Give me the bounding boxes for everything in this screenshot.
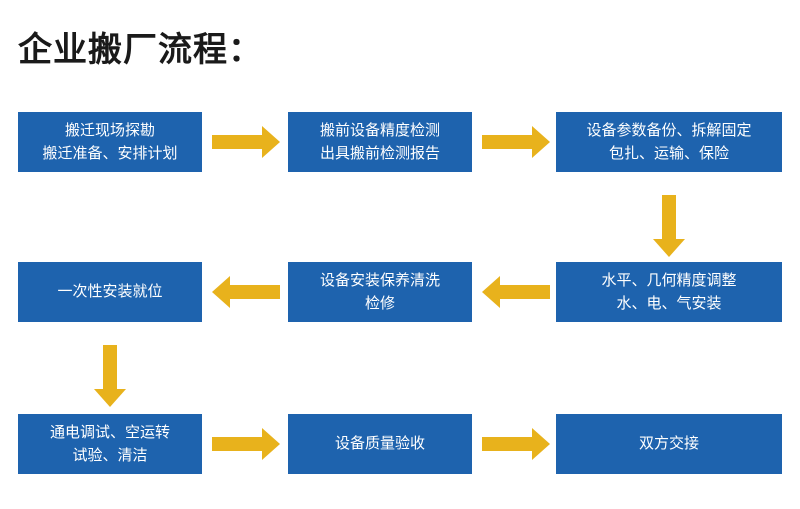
- arrow-shaft: [498, 285, 550, 299]
- arrow-head: [482, 276, 500, 308]
- arrow-head: [262, 126, 280, 158]
- flow-node-step2[interactable]: 搬前设备精度检测 出具搬前检测报告: [288, 112, 472, 172]
- flow-node-step9[interactable]: 双方交接: [556, 414, 782, 474]
- connector-step6-step7: [94, 345, 126, 407]
- flow-node-step2-label: 搬前设备精度检测 出具搬前检测报告: [319, 120, 440, 162]
- arrow-shaft: [103, 345, 117, 391]
- flow-node-step4[interactable]: 水平、几何精度调整 水、电、气安装: [556, 262, 782, 322]
- flow-node-step4-label: 水平、几何精度调整 水、电、气安装: [601, 270, 737, 312]
- connector-step1-step2: [212, 126, 280, 158]
- arrow-head: [532, 428, 550, 460]
- flow-node-step3[interactable]: 设备参数备份、拆解固定 包扎、运输、保险: [556, 112, 782, 172]
- flow-node-step5[interactable]: 设备安装保养清洗 检修: [288, 262, 472, 322]
- flow-node-step6-label: 一次性安装就位: [57, 282, 163, 301]
- arrow-head: [212, 276, 230, 308]
- connector-step2-step3: [482, 126, 550, 158]
- flow-node-step8-label: 设备质量验收: [334, 434, 425, 453]
- arrow-shaft: [212, 135, 264, 149]
- arrow-shaft: [212, 437, 264, 451]
- flow-node-step5-label: 设备安装保养清洗 检修: [319, 270, 440, 312]
- arrow-shaft: [228, 285, 280, 299]
- flow-node-step1-label: 搬迁现场探勘 搬迁准备、安排计划: [42, 120, 178, 162]
- arrow-shaft: [482, 437, 534, 451]
- flow-node-step9-label: 双方交接: [638, 434, 699, 453]
- arrow-shaft: [662, 195, 676, 241]
- connector-step7-step8: [212, 428, 280, 460]
- connector-step4-step5: [482, 276, 550, 308]
- arrow-shaft: [482, 135, 534, 149]
- page-title: 企业搬厂流程：: [18, 30, 263, 70]
- connector-step5-step6: [212, 276, 280, 308]
- flow-node-step1[interactable]: 搬迁现场探勘 搬迁准备、安排计划: [18, 112, 202, 172]
- connector-step3-step4: [653, 195, 685, 257]
- flow-node-step7-label: 通电调试、空运转 试验、清洁: [49, 422, 170, 464]
- arrow-head: [532, 126, 550, 158]
- flow-node-step3-label: 设备参数备份、拆解固定 包扎、运输、保险: [586, 120, 752, 162]
- arrow-head: [653, 239, 685, 257]
- flow-node-step8[interactable]: 设备质量验收: [288, 414, 472, 474]
- arrow-head: [94, 389, 126, 407]
- flow-node-step6[interactable]: 一次性安装就位: [18, 262, 202, 322]
- flow-node-step7[interactable]: 通电调试、空运转 试验、清洁: [18, 414, 202, 474]
- arrow-head: [262, 428, 280, 460]
- connector-step8-step9: [482, 428, 550, 460]
